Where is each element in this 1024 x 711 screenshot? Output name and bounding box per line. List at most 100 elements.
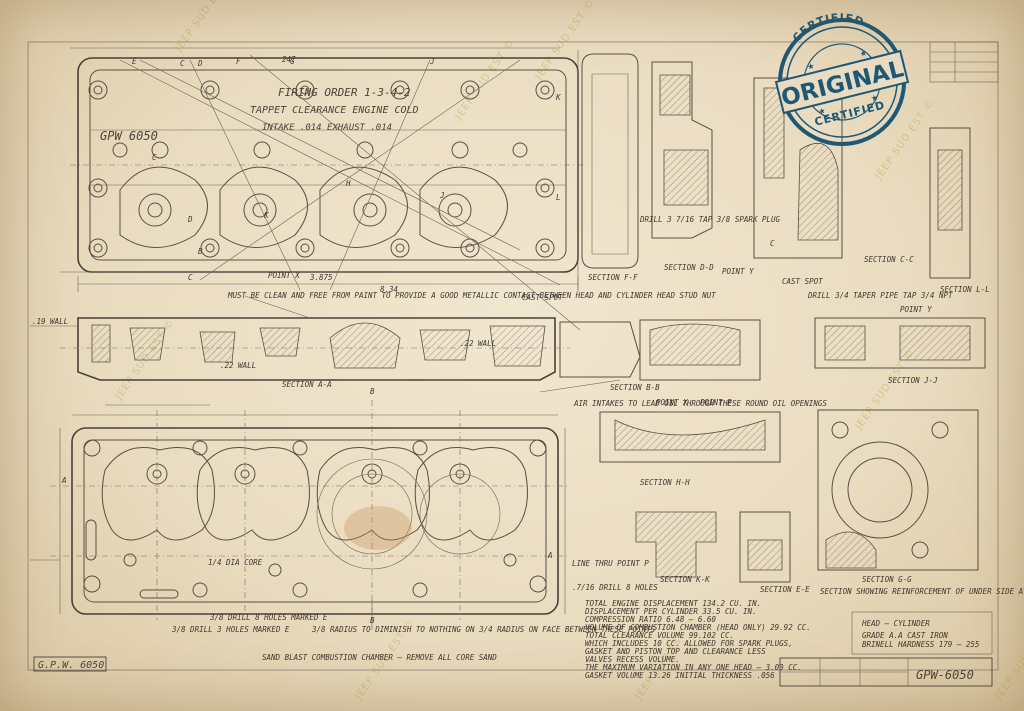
section-letter: B	[198, 247, 203, 256]
section-bb-view: SECTION B-B POINT Y POINT P POINT X CAST…	[559, 267, 953, 407]
point-label: POINT X	[656, 398, 688, 407]
wall-label: .19 WALL	[32, 317, 68, 326]
cored-note: AIR INTAKES TO LEAD OIL THROUGH THESE RO…	[573, 399, 827, 408]
section-letter: B	[370, 616, 375, 625]
top-plan-view: FIRING ORDER 1-3-4-2 TAPPET CLEARANCE EN…	[60, 47, 585, 331]
wall-label: .22 WALL	[460, 339, 496, 348]
section-letter: D	[187, 215, 193, 224]
section-label: SECTION C-C	[864, 255, 914, 264]
clean-note: MUST BE CLEAN AND FREE FROM PAINT TO PRO…	[227, 291, 716, 300]
stamp-star-icon: ★	[817, 106, 826, 116]
wall-label: .22 WALL	[220, 361, 256, 370]
section-letter: J	[429, 57, 435, 66]
title-block: HEAD – CYLINDER GRADE A.A CAST IRON BRIN…	[779, 611, 993, 687]
part-tag: G.P.W. 6050	[38, 660, 104, 671]
material-line: GRADE A.A CAST IRON	[862, 631, 948, 640]
casting-number: GPW 6050	[100, 129, 158, 143]
section-dd-view: SECTION D-D DRILL 3 7/16 TAP 3/8 SPARK P…	[639, 61, 780, 272]
section-letter: K	[263, 211, 269, 220]
section-letter: A	[547, 551, 553, 560]
part-number: GPW-6050	[916, 668, 974, 682]
section-label: SECTION H-H	[640, 478, 690, 487]
section-letter: A	[61, 476, 67, 485]
section-letter: B	[370, 387, 375, 396]
section-letter: C	[152, 153, 157, 162]
section-ll-view: SECTION L-L	[929, 127, 990, 294]
bottom-plan-view: A A B B 1/4 DIA CORE LINE THRU POINT P .…	[30, 379, 658, 634]
drill-note: 3/8 DRILL 3 HOLES MARKED E	[171, 625, 290, 634]
spec-line: COMPRESSION RATIO 6.48 – 6.60	[585, 615, 716, 624]
section-label: SECTION B-B	[610, 383, 660, 392]
section-letter: E	[132, 57, 137, 66]
material-line: BRINELL HARDNESS 179 – 255	[862, 640, 980, 649]
section-jj-view: POINT Y SECTION J-J	[814, 305, 986, 385]
section-note: SECTION SHOWING REINFORCEMENT OF UNDER S…	[820, 587, 1024, 596]
point-label: POINT Y	[722, 267, 754, 276]
section-gg-view: SECTION G-G SECTION SHOWING REINFORCEMEN…	[817, 409, 1024, 596]
cast-spot-note: CAST SPOT	[782, 277, 823, 286]
section-label: SECTION G-G	[862, 575, 912, 584]
tappet-clearance-label: TAPPET CLEARANCE ENGINE COLD	[250, 105, 419, 116]
section-letter: F	[236, 57, 241, 66]
section-label: SECTION L-L	[940, 285, 990, 294]
intake-exhaust-label: INTAKE .014 EXHAUST .014	[262, 123, 392, 133]
spec-line: TOTAL ENGINE DISPLACEMENT 134.2 CU. IN.	[585, 599, 761, 608]
drill-note: DRILL 3/4 TAPER PIPE TAP 3/4 NPT	[807, 291, 953, 300]
bottom-left-tag: G.P.W. 6050	[33, 656, 107, 672]
section-letter: D	[197, 59, 203, 68]
stamp-star-icon: ★	[859, 48, 868, 58]
dimension-label: 247	[282, 55, 296, 64]
sheet-border	[27, 41, 999, 671]
line-note: LINE THRU POINT P	[572, 559, 649, 568]
spec-line: GASKET AND PISTON TOP AND CLEARANCE LESS	[585, 647, 766, 656]
section-label: SECTION A-A	[282, 380, 332, 389]
section-label: SECTION E-E	[760, 585, 810, 594]
part-title: HEAD – CYLINDER	[861, 619, 930, 628]
watermark-text: JEEP SUD EST ©	[453, 37, 517, 122]
section-label: SECTION J-J	[888, 376, 938, 385]
stamp-star-icon: ★	[806, 61, 815, 71]
revision-table	[929, 41, 999, 83]
section-hh-view: AIR INTAKES TO LEAD OIL THROUGH THESE RO…	[573, 399, 827, 487]
spec-line: THE MAXIMUM VARIATION IN ANY ONE HEAD – …	[585, 663, 802, 672]
certified-original-stamp: CERTIFIED ORIGINAL CERTIFIED ★ ★ ★ ★	[774, 4, 910, 146]
drill-note: 3/8 DRILL 8 HOLES MARKED E	[209, 613, 328, 622]
spec-line: VOLUME OF COMBUSTION CHAMBER (HEAD ONLY)…	[585, 623, 811, 632]
drill-holes-note: .7/16 DRILL 8 HOLES	[572, 583, 658, 592]
spec-line: GASKET VOLUME 13.26 INITIAL THICKNESS .0…	[585, 671, 775, 680]
spec-line: DISPLACEMENT PER CYLINDER 33.5 CU. IN.	[584, 607, 757, 616]
stamp-top-text: CERTIFIED	[787, 4, 869, 47]
section-letter: J	[439, 191, 445, 200]
section-label: SECTION D-D	[664, 263, 714, 272]
dimension-label: 8.34	[380, 285, 398, 294]
radius-note: 3/8 RADIUS TO DIMINISH TO NOTHING ON 3/4…	[311, 625, 656, 634]
spec-line: WHICH INCLUDES 10 CC. ALLOWED FOR SPARK …	[585, 639, 793, 648]
specs-block: TOTAL ENGINE DISPLACEMENT 134.2 CU. IN. …	[584, 599, 811, 680]
watermark-text: JEEP SUD EST ©	[993, 617, 1024, 702]
section-letter: K	[555, 93, 561, 102]
firing-order-label: FIRING ORDER 1-3-4-2	[278, 86, 411, 99]
cast-spot-note: CAST SPOT	[522, 293, 563, 302]
combustion-highlight	[344, 506, 412, 550]
point-label: POINT Y	[900, 305, 932, 314]
dimension-label: 3.875	[309, 273, 333, 282]
section-letter: L	[556, 193, 561, 202]
point-label: POINT X	[268, 271, 300, 280]
section-letter: C	[770, 239, 775, 248]
section-aa-view: .19 WALL .22 WALL .22 WALL SECTION A-A C…	[30, 291, 716, 389]
sand-blast-note: SAND BLAST COMBUSTION CHAMBER – REMOVE A…	[262, 653, 497, 662]
section-letter: H	[345, 179, 351, 188]
watermark-text: JEEP SUD EST ©	[173, 0, 237, 55]
section-label: SECTION F-F	[588, 273, 638, 282]
section-kk-view: SECTION K-K	[635, 511, 717, 584]
drill-note: DRILL 3 7/16 TAP 3/8 SPARK PLUG	[639, 215, 780, 224]
stamp-star-icon: ★	[870, 93, 879, 103]
core-note: 1/4 DIA CORE	[208, 558, 263, 567]
point-label: POINT P	[700, 398, 732, 407]
section-ff-view: SECTION F-F	[581, 53, 639, 282]
section-cc-view: C SECTION C-C	[753, 77, 914, 264]
spec-line: TOTAL CLEARANCE VOLUME 99.102 CC.	[585, 631, 734, 640]
section-letter: C	[180, 59, 185, 68]
